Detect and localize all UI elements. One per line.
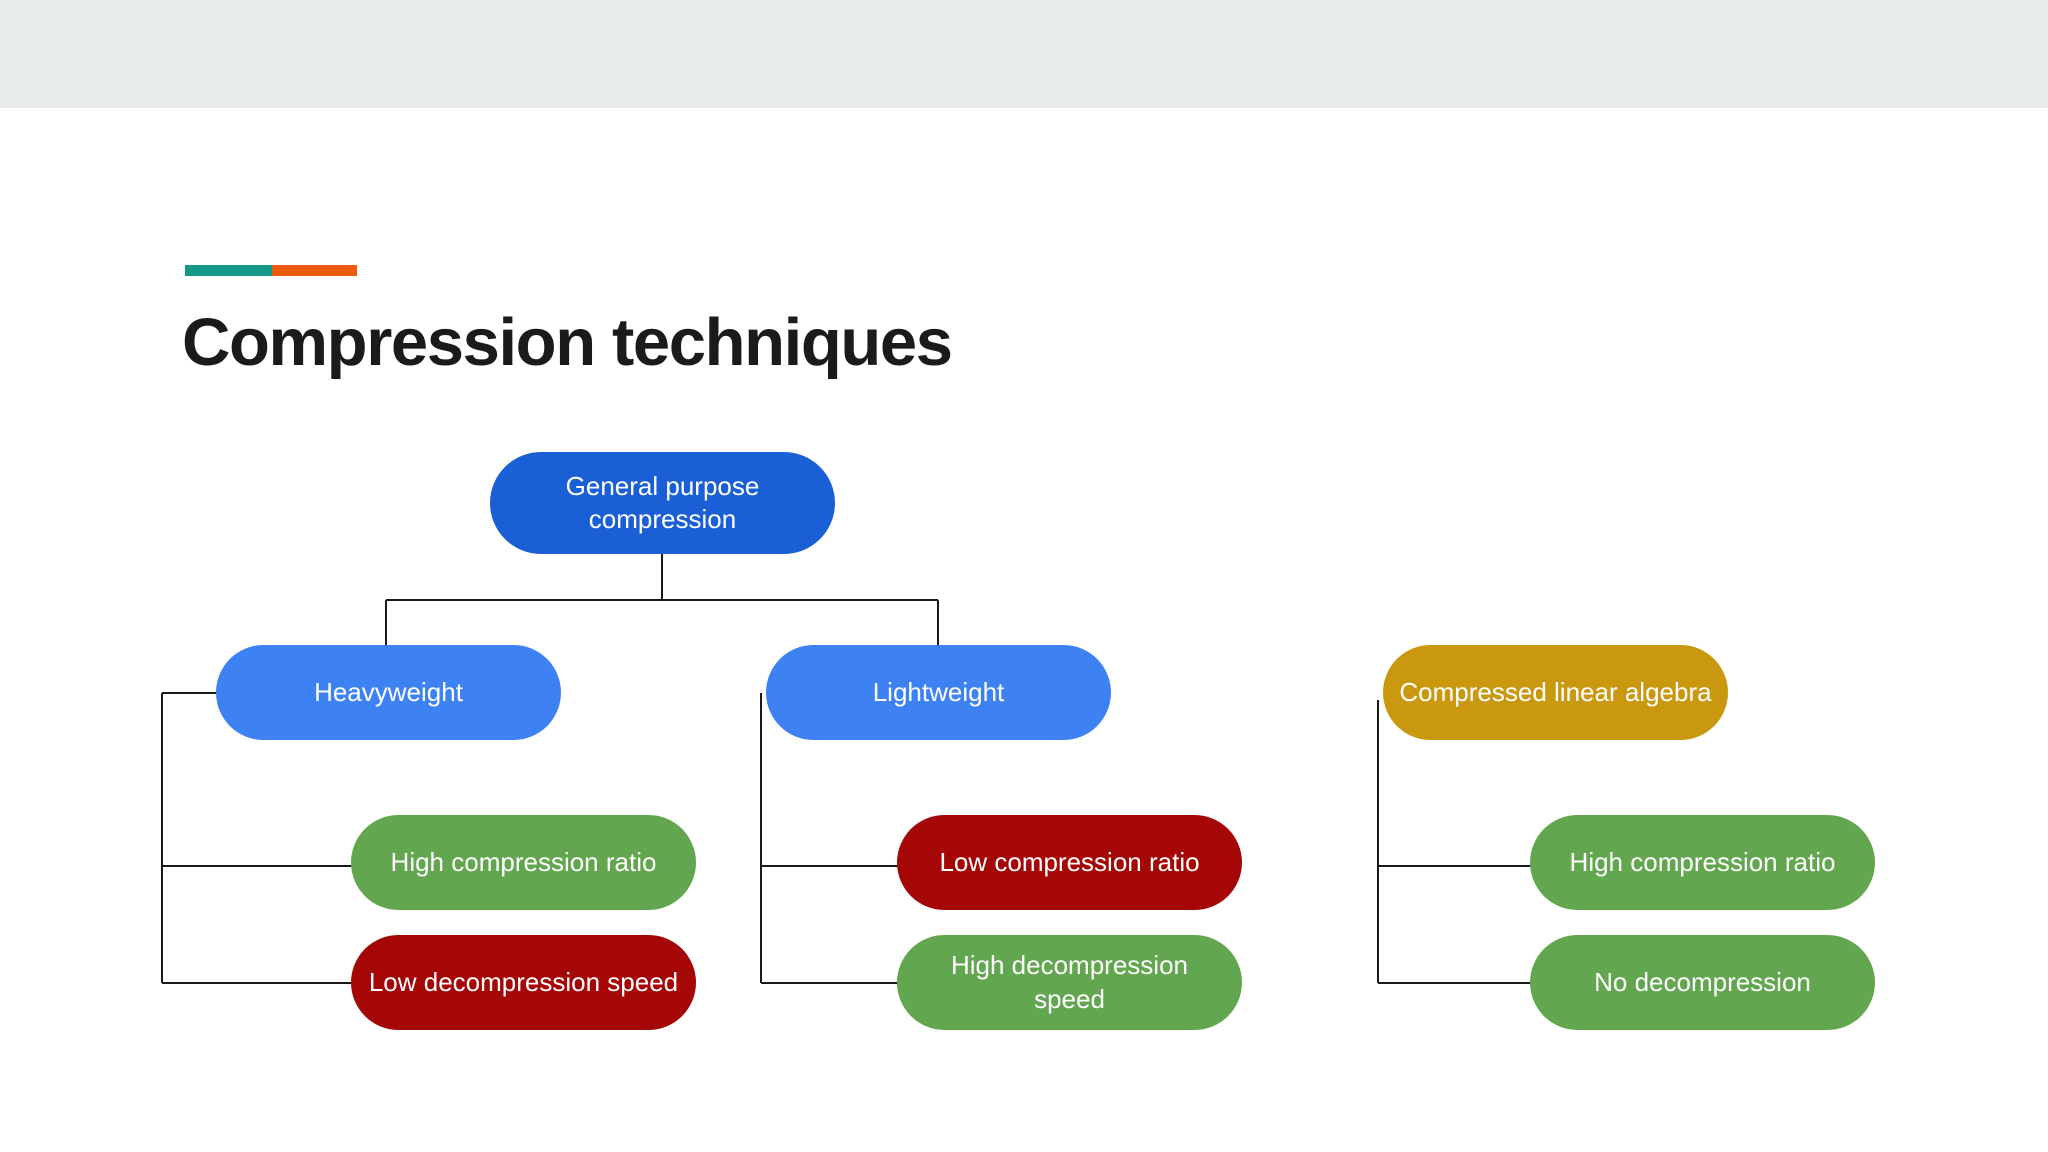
node-label: Low compression ratio	[939, 846, 1200, 877]
node-heavyweight-high-compression-ratio[interactable]: High compression ratio	[351, 815, 696, 910]
node-label: Lightweight	[872, 676, 1005, 707]
node-label: Heavyweight	[314, 676, 463, 707]
node-label: Compressed linear algebra	[1399, 676, 1712, 707]
node-label: High compression ratio	[390, 846, 657, 877]
node-cla-high-compression-ratio[interactable]: High compression ratio	[1530, 815, 1875, 910]
node-cla-no-decompression[interactable]: No decompression	[1530, 935, 1875, 1030]
node-heavyweight-low-decompression-speed[interactable]: Low decompression speed	[351, 935, 696, 1030]
header-band	[0, 0, 2048, 108]
accent-bar	[185, 265, 357, 276]
node-heavyweight[interactable]: Heavyweight	[216, 645, 561, 740]
page-title: Compression techniques	[182, 305, 953, 380]
accent-bar-orange-segment	[272, 265, 357, 276]
node-label: Low decompression speed	[368, 966, 679, 997]
accent-bar-teal-segment	[185, 265, 272, 276]
node-lightweight[interactable]: Lightweight	[766, 645, 1111, 740]
node-compressed-linear-algebra[interactable]: Compressed linear algebra	[1383, 645, 1728, 740]
node-label: High decompression speed	[950, 950, 1188, 1014]
node-lightweight-high-decompression-speed[interactable]: High decompression speed	[897, 935, 1242, 1030]
node-general-purpose-compression[interactable]: General purpose compression	[490, 452, 835, 554]
node-label: High compression ratio	[1569, 846, 1836, 877]
node-label: General purpose compression	[565, 470, 760, 534]
node-lightweight-low-compression-ratio[interactable]: Low compression ratio	[897, 815, 1242, 910]
node-label: No decompression	[1594, 966, 1811, 997]
